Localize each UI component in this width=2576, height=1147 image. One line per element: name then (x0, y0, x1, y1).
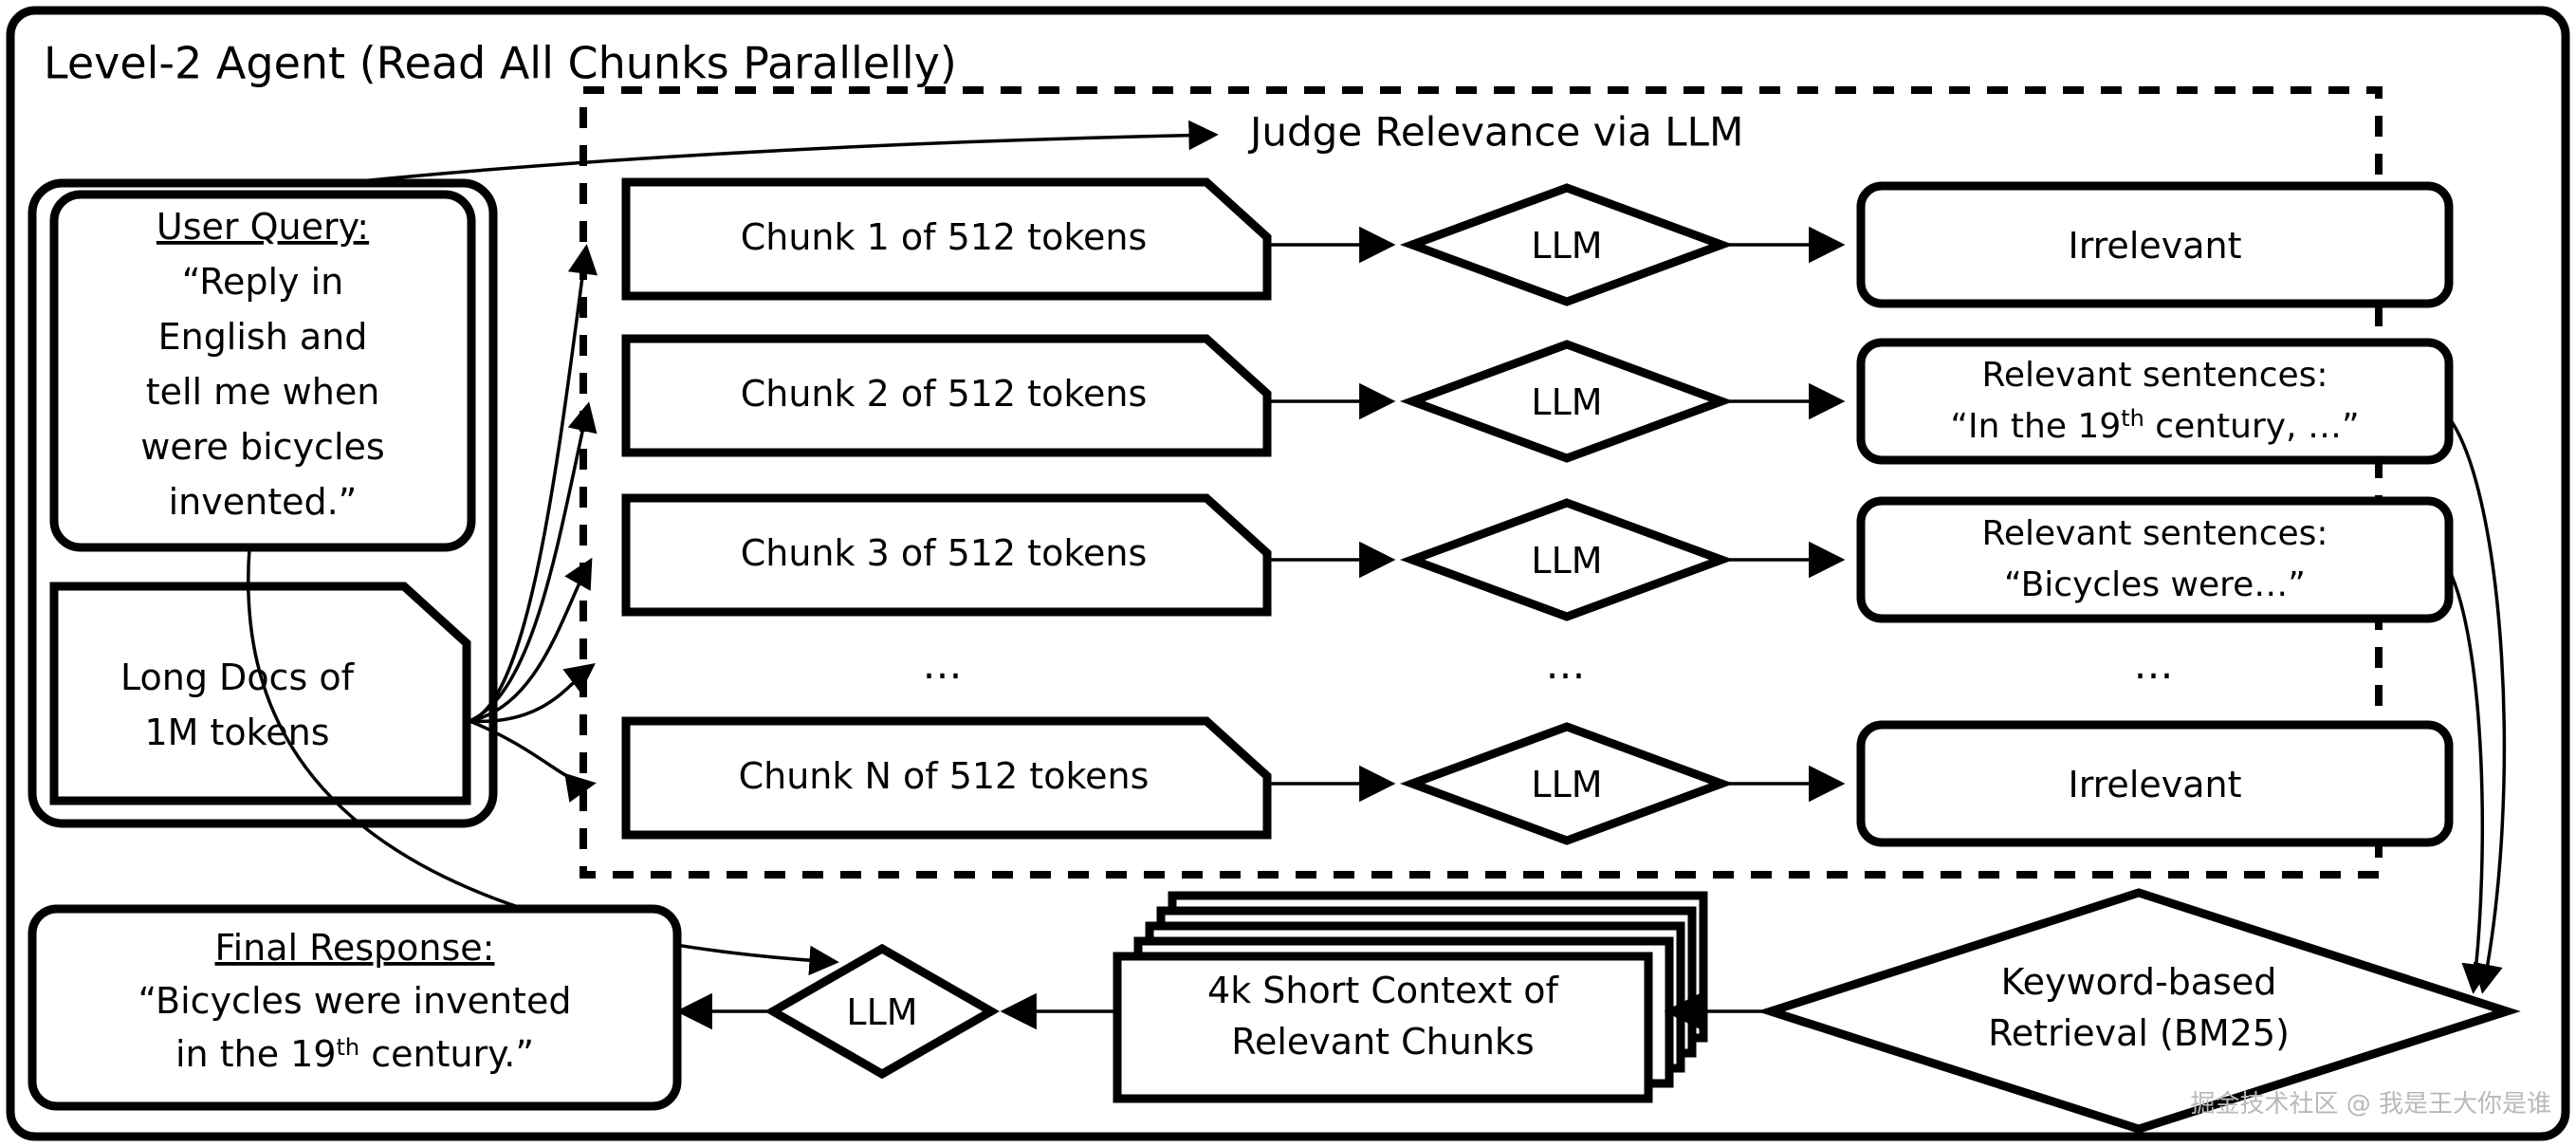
final-llm-label: LLM (846, 991, 917, 1033)
verdict-box-1-label: Irrelevant (2068, 225, 2241, 267)
verdict-box-3: Relevant sentences: “Bicycles were…” (1856, 496, 2454, 623)
final-response-line1: “Bicycles were invented (138, 980, 572, 1022)
llm-judge-3: LLM (1399, 498, 1735, 621)
llm-judge-n: LLM (1399, 722, 1735, 845)
final-response-line2-pre: in the 19 (175, 1033, 337, 1075)
llm-to-verdict-connectors (1721, 226, 1846, 803)
chunk-node-1: Chunk 1 of 512 tokens (621, 177, 1272, 301)
user-query-line-4: were bicycles (140, 426, 384, 468)
short-context-line2: Relevant Chunks (1231, 1021, 1534, 1063)
keyword-retrieval-diamond: Keyword-based Retrieval (BM25) (1757, 888, 2521, 1134)
chunk-node-2-label: Chunk 2 of 512 tokens (741, 373, 1148, 415)
llm-judge-1-label: LLM (1531, 225, 1602, 267)
chunk-column-ellipsis: … (923, 641, 966, 688)
judge-region-label: Judge Relevance via LLM (1247, 109, 1743, 156)
long-docs-line-1: Long Docs of (120, 657, 356, 698)
chunk-node-1-label: Chunk 1 of 512 tokens (741, 216, 1148, 258)
verdicts-to-retrieval-curves (2447, 416, 2507, 994)
final-response-box: Final Response: “Bicycles were invented … (28, 904, 682, 1111)
long-docs-box (49, 582, 471, 805)
verdict-box-n: Irrelevant (1856, 720, 2454, 847)
user-query-line-2: English and (158, 316, 368, 358)
final-llm-diamond: LLM (764, 943, 1001, 1080)
user-query-box (49, 190, 476, 552)
chunk-node-n-label: Chunk N of 512 tokens (739, 755, 1150, 797)
watermark-label: 掘金技术社区 @ 我是王大你是谁 (2190, 1090, 2551, 1119)
llm-judge-2-label: LLM (1531, 381, 1602, 423)
verdict-box-3-line1: Relevant sentences: (1981, 514, 2328, 553)
retrieval-line2: Retrieval (BM25) (1988, 1012, 2290, 1054)
docs-to-chunks-fanout (469, 244, 598, 803)
verdict-box-3-line2: “Bicycles were…” (2004, 565, 2306, 604)
verdict-box-2-line2-post: century, …” (2144, 407, 2360, 446)
llm-judge-n-label: LLM (1531, 764, 1602, 805)
verdict-box-n-label: Irrelevant (2068, 764, 2241, 805)
user-query-heading: User Query: (156, 206, 369, 248)
chunk-node-3: Chunk 3 of 512 tokens (621, 493, 1272, 617)
verdict-box-2: Relevant sentences: “In the 19th century… (1856, 338, 2454, 465)
verdict-column-ellipsis: … (2134, 641, 2177, 688)
final-response-sup: th (337, 1034, 360, 1061)
short-context-stack: 4k Short Context of Relevant Chunks (1113, 891, 1708, 1103)
chunk-node-n: Chunk N of 512 tokens (621, 716, 1272, 840)
short-context-line1: 4k Short Context of (1207, 970, 1560, 1011)
chunk-to-llm-connectors (1267, 226, 1396, 803)
user-query-line-1: “Reply in (182, 261, 343, 303)
verdict-box-1: Irrelevant (1856, 181, 2454, 308)
retrieval-line1: Keyword-based (2001, 961, 2277, 1003)
final-response-line2-post: century.” (359, 1033, 534, 1075)
final-response-line2: in the 19th century.” (175, 1033, 534, 1075)
user-query-line-5: invented.” (169, 481, 358, 523)
verdict-box-2-line1: Relevant sentences: (1981, 356, 2328, 395)
verdict-box-2-line2-pre: “In the 19 (1950, 407, 2121, 446)
page-title: Level-2 Agent (Read All Chunks Parallell… (44, 37, 957, 88)
verdict-box-2-sup: th (2121, 405, 2144, 432)
final-response-heading: Final Response: (215, 927, 495, 969)
chunk-node-2: Chunk 2 of 512 tokens (621, 334, 1272, 457)
chunk-node-3-label: Chunk 3 of 512 tokens (741, 532, 1148, 574)
llm-column-ellipsis: … (1546, 641, 1589, 688)
user-query-line-3: tell me when (146, 371, 380, 413)
llm-judge-3-label: LLM (1531, 540, 1602, 582)
long-docs-line-2: 1M tokens (144, 712, 329, 753)
verdict-box-2-line2: “In the 19th century, …” (1950, 405, 2359, 446)
